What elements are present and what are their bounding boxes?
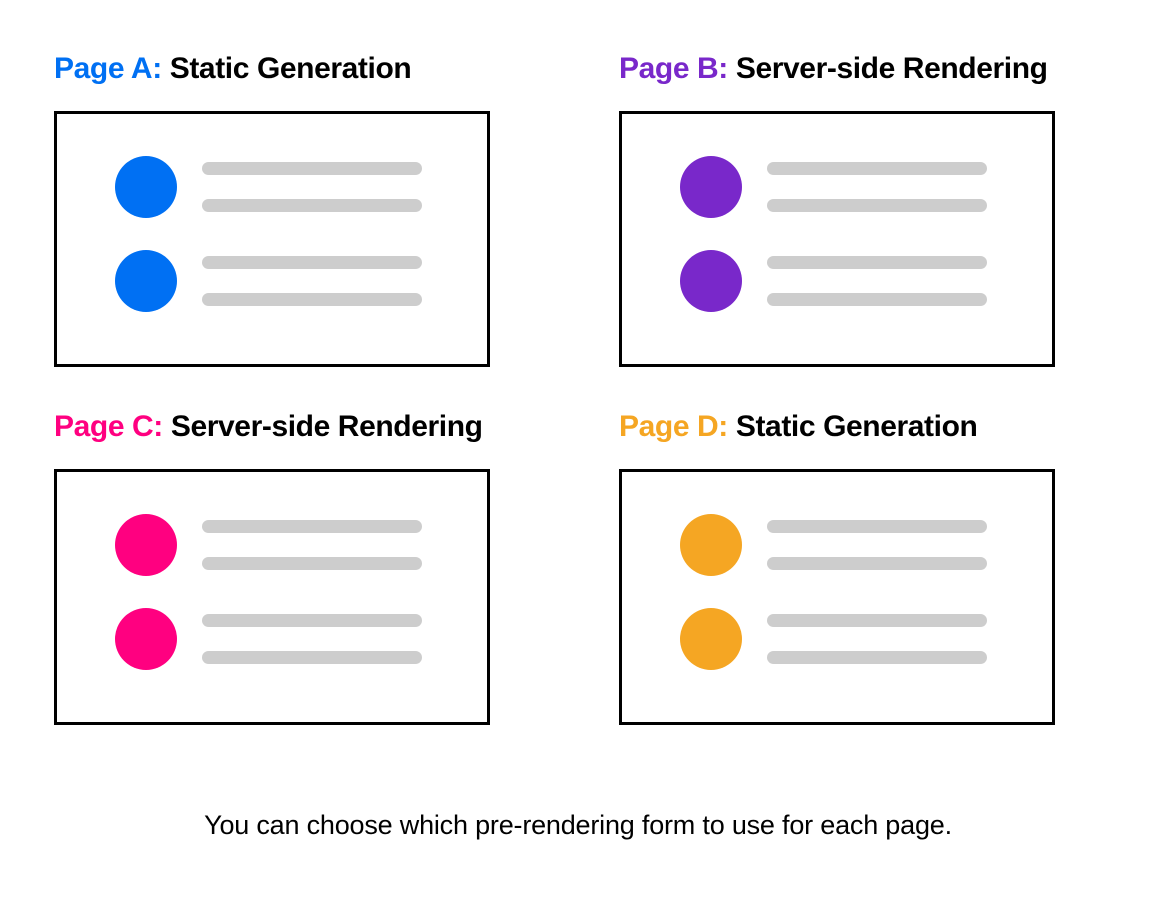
avatar-circle-icon	[115, 514, 177, 576]
skeleton-line	[767, 557, 987, 570]
skeleton-line	[202, 162, 422, 175]
skeleton-lines	[767, 162, 987, 212]
skeleton-lines	[767, 520, 987, 570]
card-row	[115, 156, 487, 218]
card-row	[680, 156, 1052, 218]
card-row	[115, 514, 487, 576]
skeleton-lines	[767, 256, 987, 306]
skeleton-line	[202, 520, 422, 533]
avatar-circle-icon	[680, 156, 742, 218]
skeleton-lines	[202, 162, 422, 212]
skeleton-lines	[202, 256, 422, 306]
skeleton-line	[202, 557, 422, 570]
avatar-circle-icon	[680, 608, 742, 670]
page-heading-b: Page B: Server-side Rendering	[619, 52, 1055, 85]
page-block-c: Page C: Server-side Rendering	[54, 410, 490, 725]
page-label-a: Page A:	[54, 52, 162, 85]
page-card-c	[54, 469, 490, 725]
skeleton-lines	[202, 614, 422, 664]
page-label-d: Page D:	[619, 410, 728, 443]
diagram-caption: You can choose which pre-rendering form …	[204, 810, 952, 840]
page-mode-d: Static Generation	[735, 410, 978, 443]
page-mode-a: Static Generation	[169, 52, 412, 85]
skeleton-line	[767, 162, 987, 175]
avatar-circle-icon	[115, 250, 177, 312]
avatar-circle-icon	[115, 608, 177, 670]
card-row	[115, 608, 487, 670]
page-heading-c: Page C: Server-side Rendering	[54, 410, 490, 443]
avatar-circle-icon	[115, 156, 177, 218]
page-grid: Page A: Static Generation	[54, 52, 1055, 725]
page-heading-a: Page A: Static Generation	[54, 52, 490, 85]
page-block-d: Page D: Static Generation	[619, 410, 1055, 725]
page-card-a	[54, 111, 490, 367]
skeleton-lines	[767, 614, 987, 664]
card-row	[680, 514, 1052, 576]
avatar-circle-icon	[680, 250, 742, 312]
page-block-a: Page A: Static Generation	[54, 52, 490, 367]
page-label-b: Page B:	[619, 52, 728, 85]
skeleton-line	[767, 651, 987, 664]
skeleton-line	[767, 199, 987, 212]
skeleton-line	[202, 614, 422, 627]
skeleton-lines	[202, 520, 422, 570]
page-mode-b: Server-side Rendering	[735, 52, 1048, 85]
card-row	[680, 250, 1052, 312]
page-block-b: Page B: Server-side Rendering	[619, 52, 1055, 367]
page-card-b	[619, 111, 1055, 367]
skeleton-line	[202, 651, 422, 664]
skeleton-line	[202, 199, 422, 212]
page-heading-d: Page D: Static Generation	[619, 410, 1055, 443]
skeleton-line	[202, 293, 422, 306]
skeleton-line	[767, 614, 987, 627]
card-row	[115, 250, 487, 312]
avatar-circle-icon	[680, 514, 742, 576]
card-row	[680, 608, 1052, 670]
page-mode-c: Server-side Rendering	[170, 410, 483, 443]
skeleton-line	[767, 520, 987, 533]
page-card-d	[619, 469, 1055, 725]
skeleton-line	[767, 293, 987, 306]
skeleton-line	[767, 256, 987, 269]
skeleton-line	[202, 256, 422, 269]
page-label-c: Page C:	[54, 410, 163, 443]
